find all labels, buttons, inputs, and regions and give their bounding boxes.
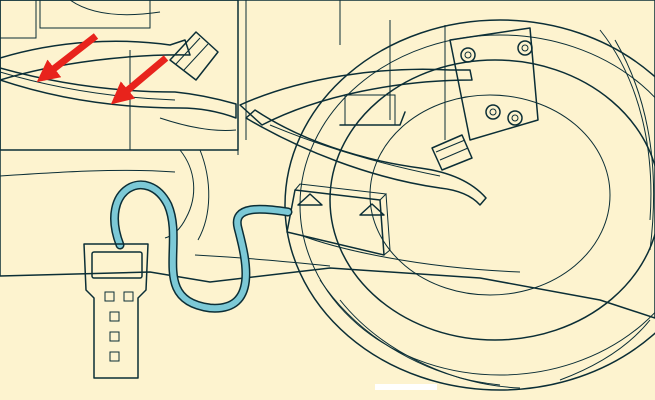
- red-arrow-icon: [110, 55, 169, 105]
- detail-inset: [0, 0, 239, 151]
- underbody-lines: [0, 0, 521, 273]
- bolt-1: [460, 47, 476, 63]
- tester-key-5: [109, 351, 120, 362]
- tester-key-2: [123, 291, 134, 302]
- lower-control-arm: [239, 68, 487, 206]
- tester-key-4: [109, 331, 120, 342]
- hub-bracket: [449, 27, 539, 141]
- floor: [0, 270, 655, 400]
- sensor-clip-left: [297, 193, 323, 206]
- diagnostic-tester-icon: [83, 243, 149, 379]
- sensor-clip-right: [359, 203, 385, 216]
- bolt-3: [485, 104, 501, 120]
- tester-key-1: [104, 291, 115, 302]
- sensor-module-icon: [286, 183, 391, 256]
- bolt-2: [517, 40, 533, 56]
- tester-key-3: [109, 311, 120, 322]
- bolt-4: [507, 110, 523, 126]
- floor-strip: [375, 384, 437, 390]
- ball-joint: [431, 134, 473, 171]
- vehicle-underbody: [0, 0, 655, 319]
- wheel-tire-icon: [284, 19, 655, 391]
- tester-screen: [91, 251, 143, 279]
- red-arrow-icon: [36, 33, 99, 83]
